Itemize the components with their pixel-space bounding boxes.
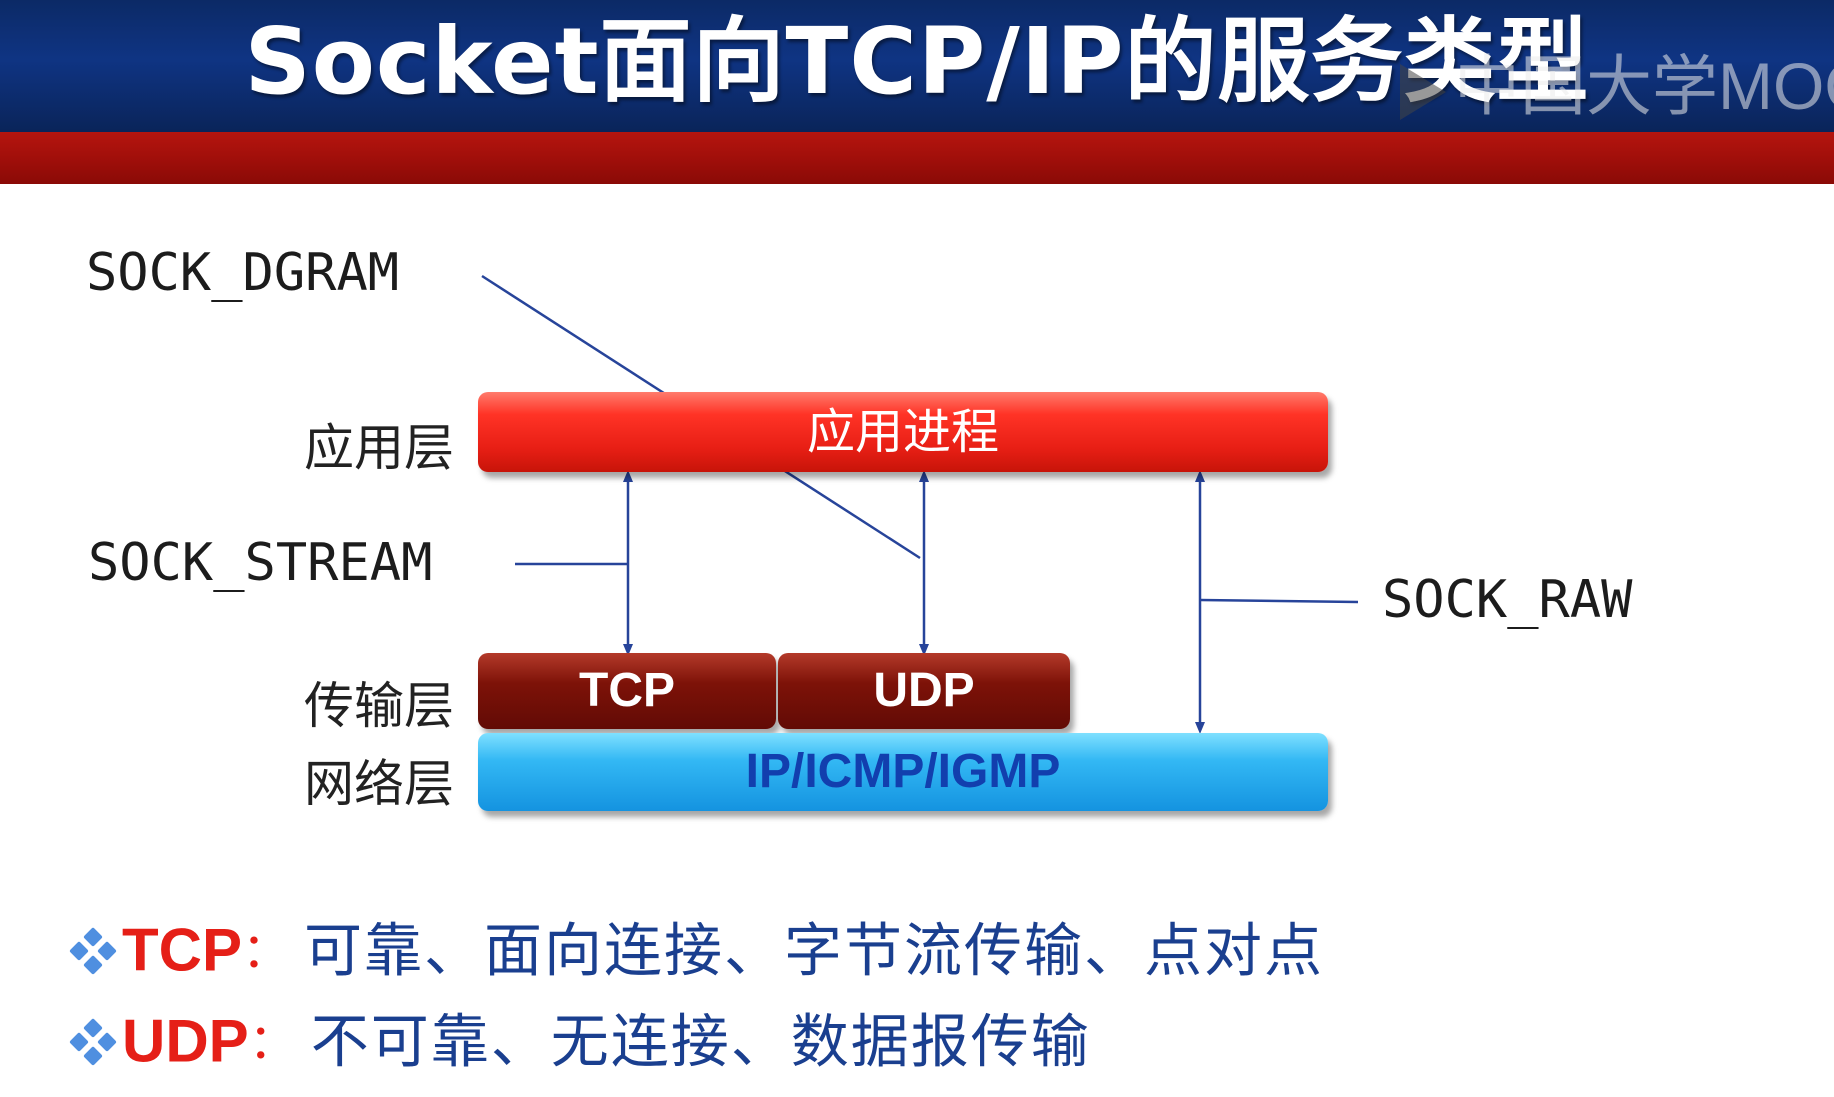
- four-diamond-bullet-icon: [69, 1017, 117, 1066]
- transport-layer-label: 传输层: [304, 677, 454, 735]
- bullet-udp: UDP：不可靠、无连接、数据报传输: [69, 1006, 1091, 1076]
- play-icon: [1400, 63, 1446, 120]
- bullet-tcp: TCP：可靠、面向连接、字节流传输、点对点: [69, 915, 1325, 985]
- ip-icmp-igmp-box: IP/ICMP/IGMP: [478, 733, 1328, 811]
- raw-leader-line: [1199, 598, 1359, 604]
- tcp-box: TCP: [478, 653, 776, 729]
- title-bar: [0, 0, 1834, 132]
- app-process-box: 应用进程: [478, 392, 1328, 472]
- bullet-separator: ：: [248, 1013, 297, 1070]
- bullet-key: UDP: [122, 1007, 249, 1075]
- red-band: [0, 132, 1834, 184]
- application-layer-label: 应用层: [304, 419, 454, 477]
- four-diamond-bullet-icon: [69, 926, 117, 975]
- udp-box: UDP: [778, 653, 1070, 729]
- network-layer-label: 网络层: [304, 755, 454, 813]
- bullet-key: TCP: [122, 916, 242, 984]
- bullet-description: 不可靠、无连接、数据报传输: [310, 1007, 1091, 1076]
- sock-stream-label: SOCK_STREAM: [88, 533, 433, 593]
- sock-raw-label: SOCK_RAW: [1382, 570, 1633, 630]
- slide-title: Socket面向TCP/IP的服务类型: [244, 8, 1590, 115]
- sock-dgram-label: SOCK_DGRAM: [86, 243, 400, 303]
- watermark-text: 中国大学MOOC: [1454, 49, 1834, 123]
- mooc-watermark: 中国大学MOOC: [1400, 36, 1834, 136]
- bullet-description: 可靠、面向连接、字节流传输、点对点: [304, 916, 1325, 985]
- bullet-separator: ：: [242, 922, 291, 979]
